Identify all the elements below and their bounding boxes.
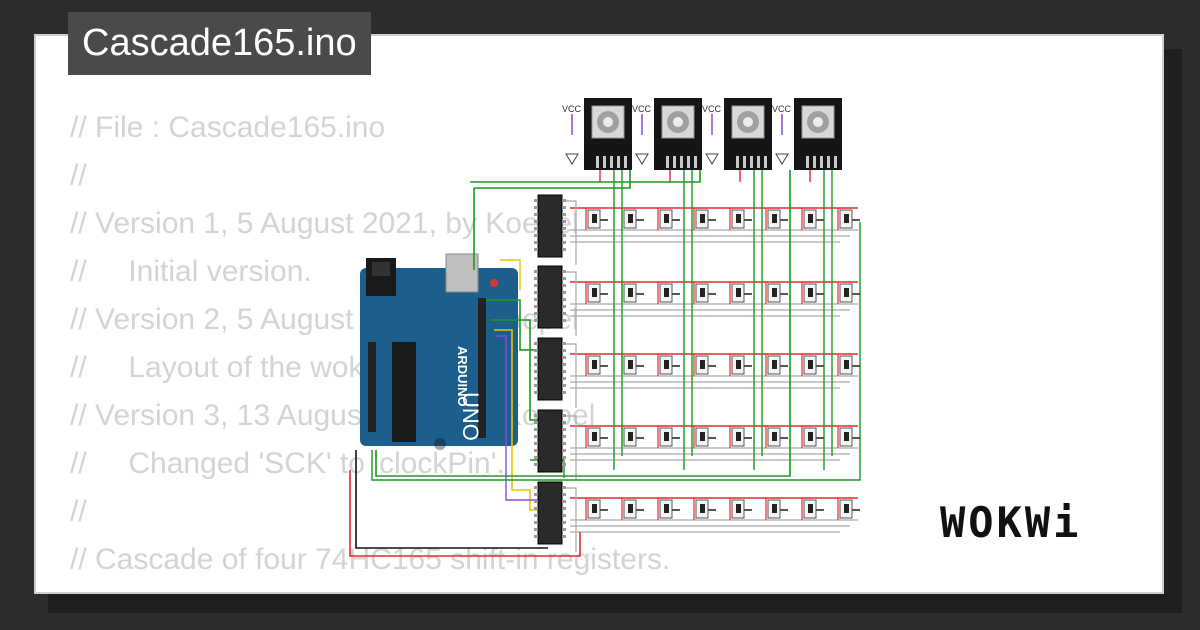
project-title: Cascade165.ino bbox=[68, 12, 371, 75]
slide-switch bbox=[839, 209, 860, 229]
board-model-label: UNO bbox=[458, 392, 483, 441]
rotary-encoder: VCC bbox=[772, 98, 842, 170]
slide-switch bbox=[839, 499, 860, 519]
wire bbox=[500, 259, 521, 290]
wire bbox=[490, 319, 538, 421]
slide-switch bbox=[731, 209, 752, 229]
code-line: // Initial version. bbox=[70, 255, 312, 288]
vcc-label: VCC bbox=[562, 104, 582, 114]
slide-switch bbox=[695, 427, 716, 447]
wokwi-logo: WOKWi bbox=[940, 498, 1082, 547]
slide-switch bbox=[695, 209, 716, 229]
slide-switch bbox=[623, 499, 644, 519]
wire bbox=[566, 415, 577, 480]
slide-switch bbox=[839, 283, 860, 303]
slide-switch bbox=[623, 209, 644, 229]
slide-switch bbox=[803, 209, 824, 229]
slide-switch bbox=[587, 499, 608, 519]
slide-switch bbox=[839, 355, 860, 375]
rotary-encoder: VCC bbox=[562, 98, 632, 170]
slide-switch bbox=[659, 209, 680, 229]
slide-switch bbox=[731, 499, 752, 519]
wire bbox=[494, 329, 538, 511]
wire bbox=[375, 170, 791, 477]
slide-switch bbox=[623, 427, 644, 447]
slide-switch bbox=[731, 283, 752, 303]
wire bbox=[355, 450, 548, 549]
slide-switch bbox=[731, 427, 752, 447]
rotary-encoder: VCC bbox=[632, 98, 702, 170]
slide-switch bbox=[695, 355, 716, 375]
slide-switch bbox=[803, 499, 824, 519]
wire bbox=[496, 335, 538, 501]
code-line: // Changed 'SCK' to 'clockPin'. bbox=[70, 447, 505, 480]
slide-switch bbox=[659, 355, 680, 375]
board-brand-label: ARDUINO bbox=[455, 346, 470, 407]
wire-layer bbox=[349, 170, 861, 557]
shift-register-chip bbox=[534, 265, 566, 329]
code-line: // File : Cascade165.ino bbox=[70, 111, 386, 144]
slide-switch bbox=[839, 427, 860, 447]
slide-switch bbox=[587, 427, 608, 447]
shift-register-chip bbox=[534, 481, 566, 545]
shift-register-layer bbox=[534, 194, 566, 545]
slide-switch bbox=[767, 355, 788, 375]
arduino-uno-board: ARDUINO UNO bbox=[360, 253, 518, 450]
slide-switch bbox=[767, 499, 788, 519]
switch-layer bbox=[587, 209, 860, 519]
slide-switch bbox=[587, 355, 608, 375]
shift-register-chip bbox=[534, 409, 566, 473]
slide-switch bbox=[695, 283, 716, 303]
slide-switch bbox=[659, 499, 680, 519]
code-line: // bbox=[70, 159, 87, 192]
slide-switch bbox=[623, 355, 644, 375]
wire bbox=[566, 271, 577, 336]
slide-switch bbox=[587, 209, 608, 229]
wire bbox=[474, 170, 631, 189]
slide-switch bbox=[803, 283, 824, 303]
slide-switch bbox=[659, 283, 680, 303]
slide-switch bbox=[659, 427, 680, 447]
shift-register-chip bbox=[534, 194, 566, 258]
slide-switch bbox=[803, 427, 824, 447]
slide-switch bbox=[767, 427, 788, 447]
slide-switch bbox=[731, 355, 752, 375]
slide-switch bbox=[767, 283, 788, 303]
slide-switch bbox=[623, 283, 644, 303]
code-line: // Only three pins are used on the Ardui… bbox=[70, 584, 992, 592]
vcc-label: VCC bbox=[772, 104, 792, 114]
wire bbox=[349, 470, 581, 557]
slide-switch bbox=[803, 355, 824, 375]
wire bbox=[566, 487, 577, 552]
wire bbox=[566, 200, 577, 265]
slide-switch bbox=[587, 283, 608, 303]
wire bbox=[470, 170, 701, 183]
code-line: // bbox=[70, 495, 87, 528]
shift-register-chip bbox=[534, 337, 566, 401]
rotary-encoder: VCC bbox=[702, 98, 772, 170]
wire bbox=[566, 343, 577, 408]
slide-switch bbox=[695, 499, 716, 519]
vcc-label: VCC bbox=[632, 104, 652, 114]
vcc-label: VCC bbox=[702, 104, 722, 114]
code-line: // Version 1, 5 August 2021, by Koepel bbox=[70, 207, 579, 240]
encoder-layer: VCC VCC VCC VCC bbox=[562, 98, 842, 170]
wire bbox=[371, 222, 861, 481]
slide-switch bbox=[767, 209, 788, 229]
